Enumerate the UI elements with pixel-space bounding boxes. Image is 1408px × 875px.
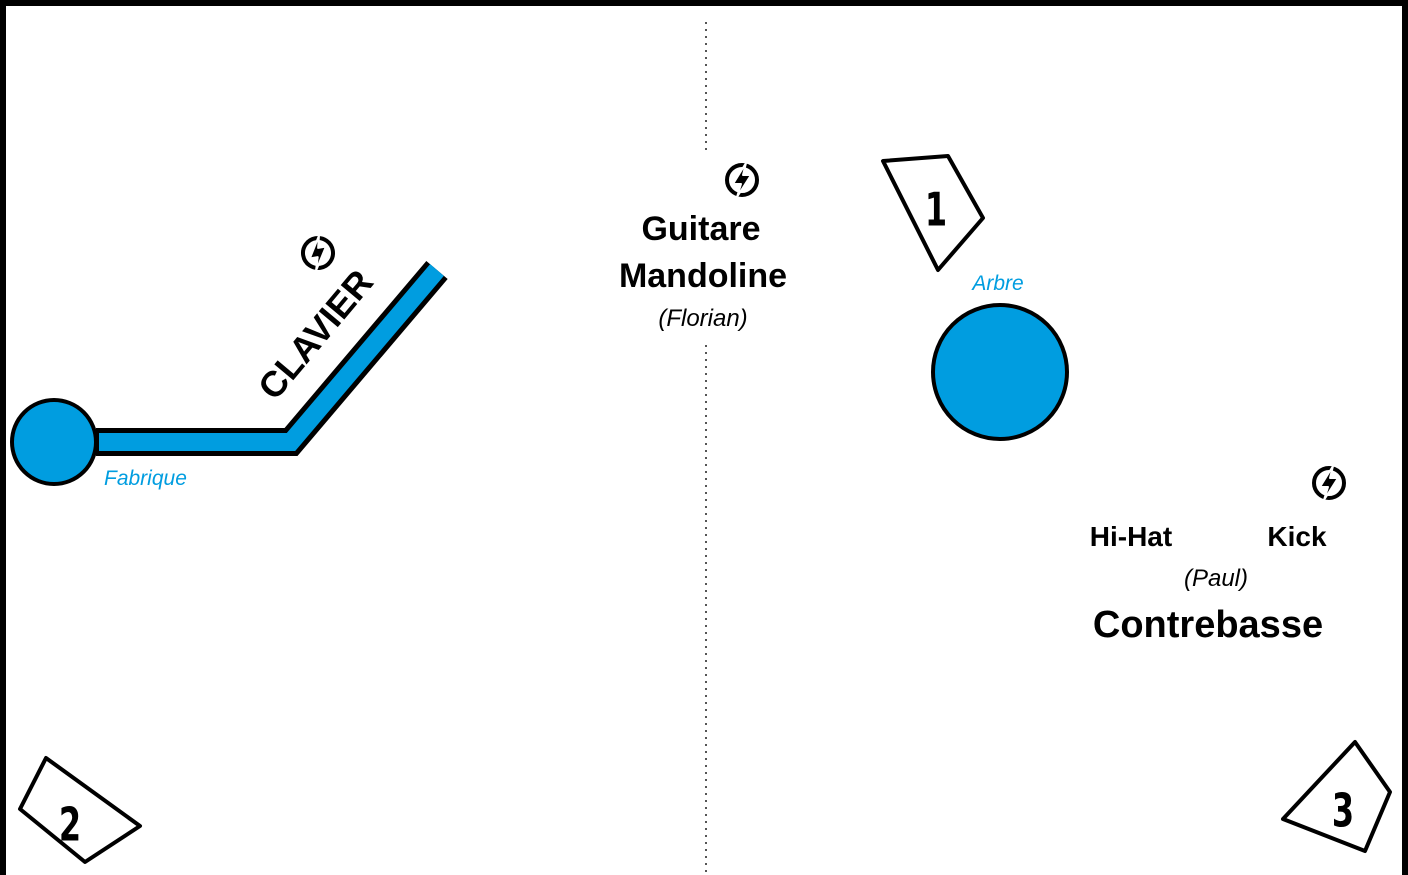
contrebasse-label: Contrebasse	[1093, 604, 1323, 646]
marker-3-shape	[881, 154, 985, 272]
mandoline-label: Mandoline	[619, 257, 787, 295]
marker-2-number: 3	[1332, 785, 1354, 838]
florian-label: (Florian)	[658, 305, 747, 332]
kick-power-icon	[1312, 464, 1346, 502]
arbre-label: Arbre	[970, 272, 1023, 295]
guitare-power-icon	[725, 161, 759, 199]
clavier-pipe	[96, 260, 448, 456]
arbre-circle	[931, 303, 1069, 441]
fabrique-circle	[10, 398, 98, 486]
clavier-pipe-fill	[99, 264, 444, 451]
fabrique-label: Fabrique	[104, 467, 187, 490]
hihat-label: Hi-Hat	[1090, 521, 1172, 552]
paul-label: (Paul)	[1184, 565, 1248, 592]
clavier-power-icon	[298, 231, 338, 275]
guitare-label: Guitare	[641, 210, 760, 248]
marker-1-number: 2	[59, 799, 81, 852]
clavier-label: CLAVIER	[250, 262, 381, 407]
marker-2-shape	[1281, 740, 1392, 853]
marker-3-number: 1	[925, 184, 947, 237]
marker-1-shape	[18, 756, 142, 864]
kick-label: Kick	[1267, 521, 1327, 552]
